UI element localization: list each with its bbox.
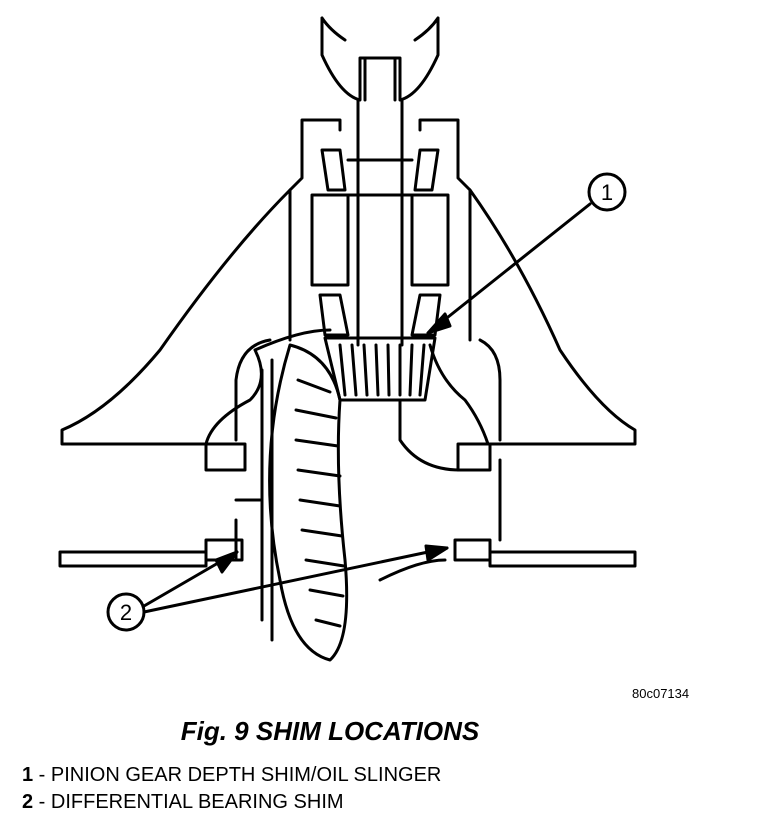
legend-separator: -: [33, 791, 51, 813]
legend-item: 2 - DIFFERENTIAL BEARING SHIM: [22, 791, 344, 814]
callout-1-circle: [587, 172, 627, 212]
axle-housing: [60, 188, 332, 446]
legend-item: 1 - PINION GEAR DEPTH SHIM/OIL SLINGER: [22, 764, 441, 787]
figure-caption: Fig. 9 SHIM LOCATIONS: [180, 716, 480, 746]
ring-gear: [268, 343, 349, 662]
legend-text: DIFFERENTIAL BEARING SHIM: [50, 791, 344, 813]
legend-text: PINION GEAR DEPTH SHIM/OIL SLINGER: [50, 764, 442, 786]
pinion-gear: [323, 336, 437, 402]
callout-2-number: 2: [120, 600, 132, 625]
axle-tube-left: [58, 550, 208, 568]
differential-shim-diagram: 1 2: [58, 16, 637, 662]
inner-pinion-bearing: [318, 293, 442, 337]
side-bearing-left: [204, 442, 247, 562]
callout-1-leader: [426, 202, 592, 335]
callout-2-leader-right: [142, 546, 449, 614]
legend-separator: -: [33, 764, 51, 786]
legend-number: 1: [22, 764, 34, 786]
callout-1-number: 1: [601, 180, 613, 205]
pinion-shaft: [346, 98, 414, 347]
outer-pinion-bearing: [310, 193, 450, 287]
pinion-housing: [288, 118, 472, 342]
legend-number: 2: [22, 791, 34, 813]
pinion-yoke: [320, 16, 440, 102]
figure-id: 80c07134: [632, 686, 690, 701]
side-bearing-right: [453, 442, 492, 562]
differential-case: [234, 398, 502, 582]
axle-tube-right: [488, 550, 637, 568]
